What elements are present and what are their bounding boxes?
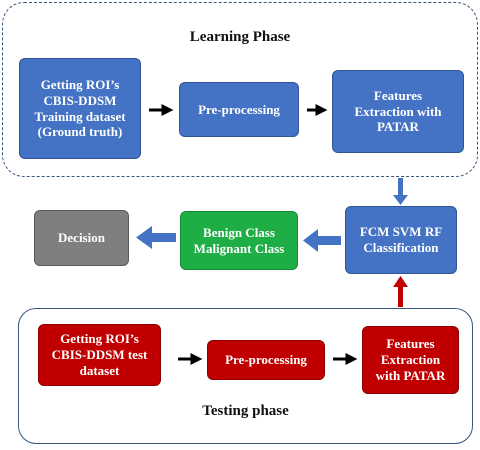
arrow-learning-to-classification bbox=[393, 178, 408, 205]
learning-preprocessing-box: Pre-processing bbox=[179, 82, 299, 137]
class-result-box: Benign Class Malignant Class bbox=[180, 211, 298, 270]
arrow-testing-to-classification bbox=[393, 276, 408, 307]
arrow-classification-to-classes bbox=[303, 229, 341, 252]
arrow-classes-to-decision bbox=[136, 226, 176, 249]
testing-roi-dataset-box: Getting ROI’s CBIS-DDSM test dataset bbox=[38, 324, 161, 386]
testing-phase-title: Testing phase bbox=[202, 403, 289, 419]
learning-phase-title: Learning Phase bbox=[189, 29, 291, 45]
learning-phase-container: Learning Phase bbox=[2, 2, 478, 177]
learning-feature-extraction-box: Features Extraction with PATAR bbox=[332, 70, 464, 153]
classification-box: FCM SVM RF Classification bbox=[345, 206, 457, 274]
testing-phase-container: Testing phase bbox=[18, 308, 473, 444]
testing-preprocessing-box: Pre-processing bbox=[207, 340, 325, 380]
decision-box: Decision bbox=[34, 210, 129, 266]
learning-roi-dataset-box: Getting ROI’s CBIS-DDSM Training dataset… bbox=[19, 58, 141, 159]
testing-feature-extraction-box: Features Extraction with PATAR bbox=[362, 326, 459, 394]
